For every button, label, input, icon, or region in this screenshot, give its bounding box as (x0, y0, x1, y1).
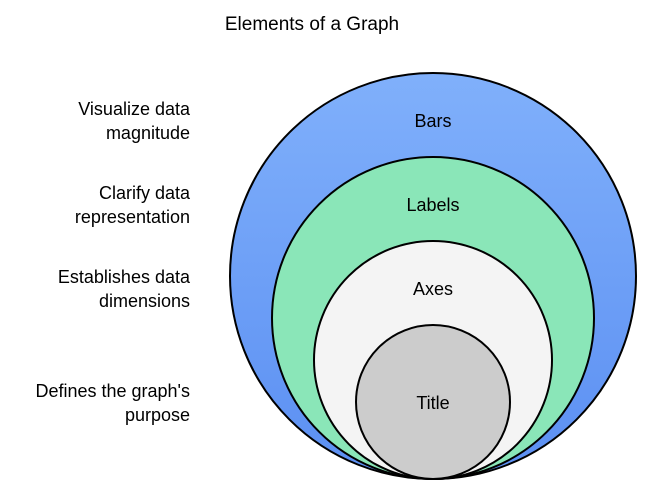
description-bars-line-2: magnitude (106, 123, 190, 143)
description-labels-line-2: representation (75, 207, 190, 227)
description-axes-line-2: dimensions (99, 291, 190, 311)
ring-label-bars: Bars (414, 111, 451, 131)
description-title-line-2: purpose (125, 405, 190, 425)
page-title: Elements of a Graph (225, 14, 399, 35)
description-axes-line-1: Establishes data (58, 267, 191, 287)
description-labels-line-1: Clarify data (99, 183, 191, 203)
description-title-line-1: Defines the graph's (35, 381, 190, 401)
title-circle (355, 324, 511, 480)
ring-label-axes: Axes (413, 279, 453, 299)
description-bars-line-1: Visualize data (78, 99, 191, 119)
ring-label-title: Title (416, 393, 449, 413)
ring-label-labels: Labels (406, 195, 459, 215)
